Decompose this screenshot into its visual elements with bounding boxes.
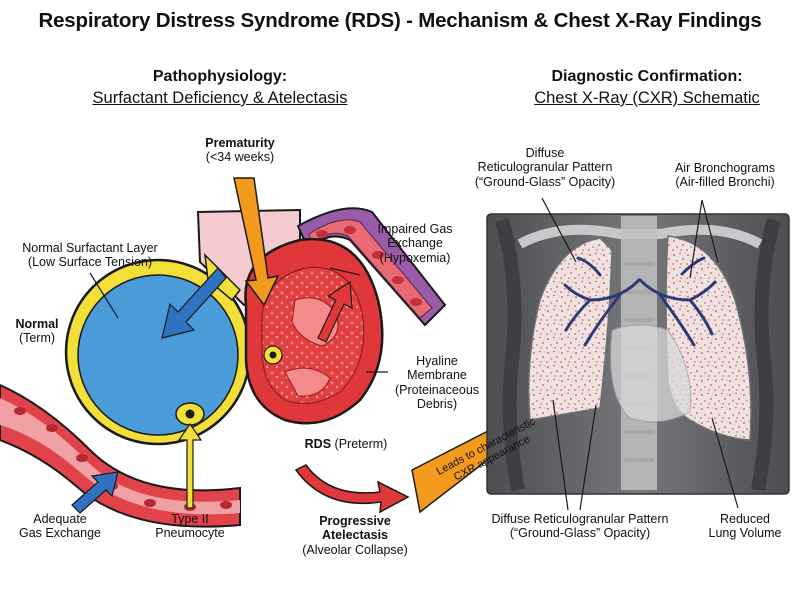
diffuse-bottom-line1: Diffuse Reticulogranular Pattern: [491, 512, 669, 526]
normal-term-label: Normal (Term): [2, 317, 72, 346]
diffuse-pattern-top-label: Diffuse Reticulogranular Pattern (“Groun…: [460, 146, 630, 189]
hyaline-line4: Debris): [416, 397, 458, 412]
diffuse-top-line1: Diffuse: [525, 146, 565, 160]
type-ii-pneumocyte: [175, 402, 205, 426]
normal-title: Normal: [15, 317, 59, 331]
air-bronchograms-label: Air Bronchograms (Air-filled Bronchi): [655, 161, 795, 190]
air-line1: Air Bronchograms: [674, 161, 776, 175]
heart-silhouette: [609, 324, 692, 423]
air-line2: (Air-filled Bronchi): [675, 175, 775, 190]
progression-arrow: [294, 464, 410, 514]
reduced-line1: Reduced: [719, 512, 771, 526]
type2-line1: Type II: [171, 512, 209, 526]
page-title: Respiratory Distress Syndrome (RDS) - Me…: [38, 9, 762, 32]
normal-surfactant-label: Normal Surfactant Layer (Low Surface Ten…: [5, 241, 175, 270]
prematurity-detail: (<34 weeks): [205, 150, 275, 165]
adequate-line1: Adequate: [33, 512, 87, 526]
diffuse-top-line3: (“Ground-Glass” Opacity): [474, 174, 616, 189]
normal-surfactant-line1: Normal Surfactant Layer: [22, 241, 158, 255]
impaired-gas-exchange-label: Impaired Gas Exchange (Hypoxemia): [360, 222, 470, 265]
adequate-line2: Gas Exchange: [19, 526, 101, 541]
prematurity-arrow: [233, 177, 280, 307]
normal-surfactant-line2: (Low Surface Tension): [27, 255, 153, 270]
rds-detail: (Preterm): [334, 437, 388, 451]
diffuse-pattern-bottom-label: Diffuse Reticulogranular Pattern (“Groun…: [470, 512, 690, 541]
progressive-line3: (Alveolar Collapse): [302, 542, 408, 557]
left-leader-lines: [89, 267, 388, 373]
right-leader-lines: [541, 197, 739, 511]
type-ii-arrow: [177, 422, 203, 509]
impaired-line1: Impaired Gas: [377, 222, 453, 236]
diagnostic-heading: Diagnostic Confirmation:: [551, 68, 743, 85]
normal-alveolus: [64, 252, 252, 446]
reduced-lung-volume-label: Reduced Lung Volume: [695, 512, 795, 541]
prematurity-title: Prematurity: [205, 136, 275, 150]
prematurity-label: Prematurity (<34 weeks): [190, 136, 290, 165]
progressive-line2: Atelectasis: [321, 528, 388, 543]
adequate-gas-exchange-label: Adequate Gas Exchange: [5, 512, 115, 541]
pathophysiology-heading: Pathophysiology:: [152, 68, 288, 85]
rds-title: RDS: [304, 437, 332, 451]
hypoxemia-arrow: [317, 280, 353, 343]
progressive-line1: Progressive: [319, 514, 391, 528]
reduced-line2: Lung Volume: [708, 526, 782, 541]
type-ii-pneumocyte-label: Type II Pneumocyte: [140, 512, 240, 541]
diffuse-top-line2: Reticulogranular Pattern: [477, 160, 613, 175]
gas-exchange-arrow: [71, 471, 119, 514]
impaired-line2: Exchange: [387, 236, 443, 251]
chest-xray-film: [486, 213, 790, 495]
air-bronchograms: [563, 256, 717, 347]
oxygen-flow-arrow: [161, 267, 227, 339]
hyaline-line2: Membrane: [407, 368, 467, 383]
diffuse-bottom-line2: (“Ground-Glass” Opacity): [509, 526, 651, 541]
hyaline-membrane-label: Hyaline Membrane (Proteinaceous Debris): [382, 354, 492, 412]
hyaline-line3: (Proteinaceous: [394, 382, 480, 397]
progressive-atelectasis-label: Progressive Atelectasis (Alveolar Collap…: [290, 514, 420, 557]
impaired-line3: (Hypoxemia): [379, 250, 451, 265]
diagnostic-subheading: Chest X-Ray (CXR) Schematic: [534, 89, 760, 107]
pathophysiology-subheading: Surfactant Deficiency & Atelectasis: [92, 89, 348, 107]
normal-detail: (Term): [18, 331, 56, 346]
hyaline-line1: Hyaline: [416, 354, 458, 368]
capillary-vessel-upper: [296, 207, 447, 327]
type2-line2: Pneumocyte: [155, 526, 225, 541]
rds-preterm-label: RDS (Preterm): [286, 437, 406, 451]
